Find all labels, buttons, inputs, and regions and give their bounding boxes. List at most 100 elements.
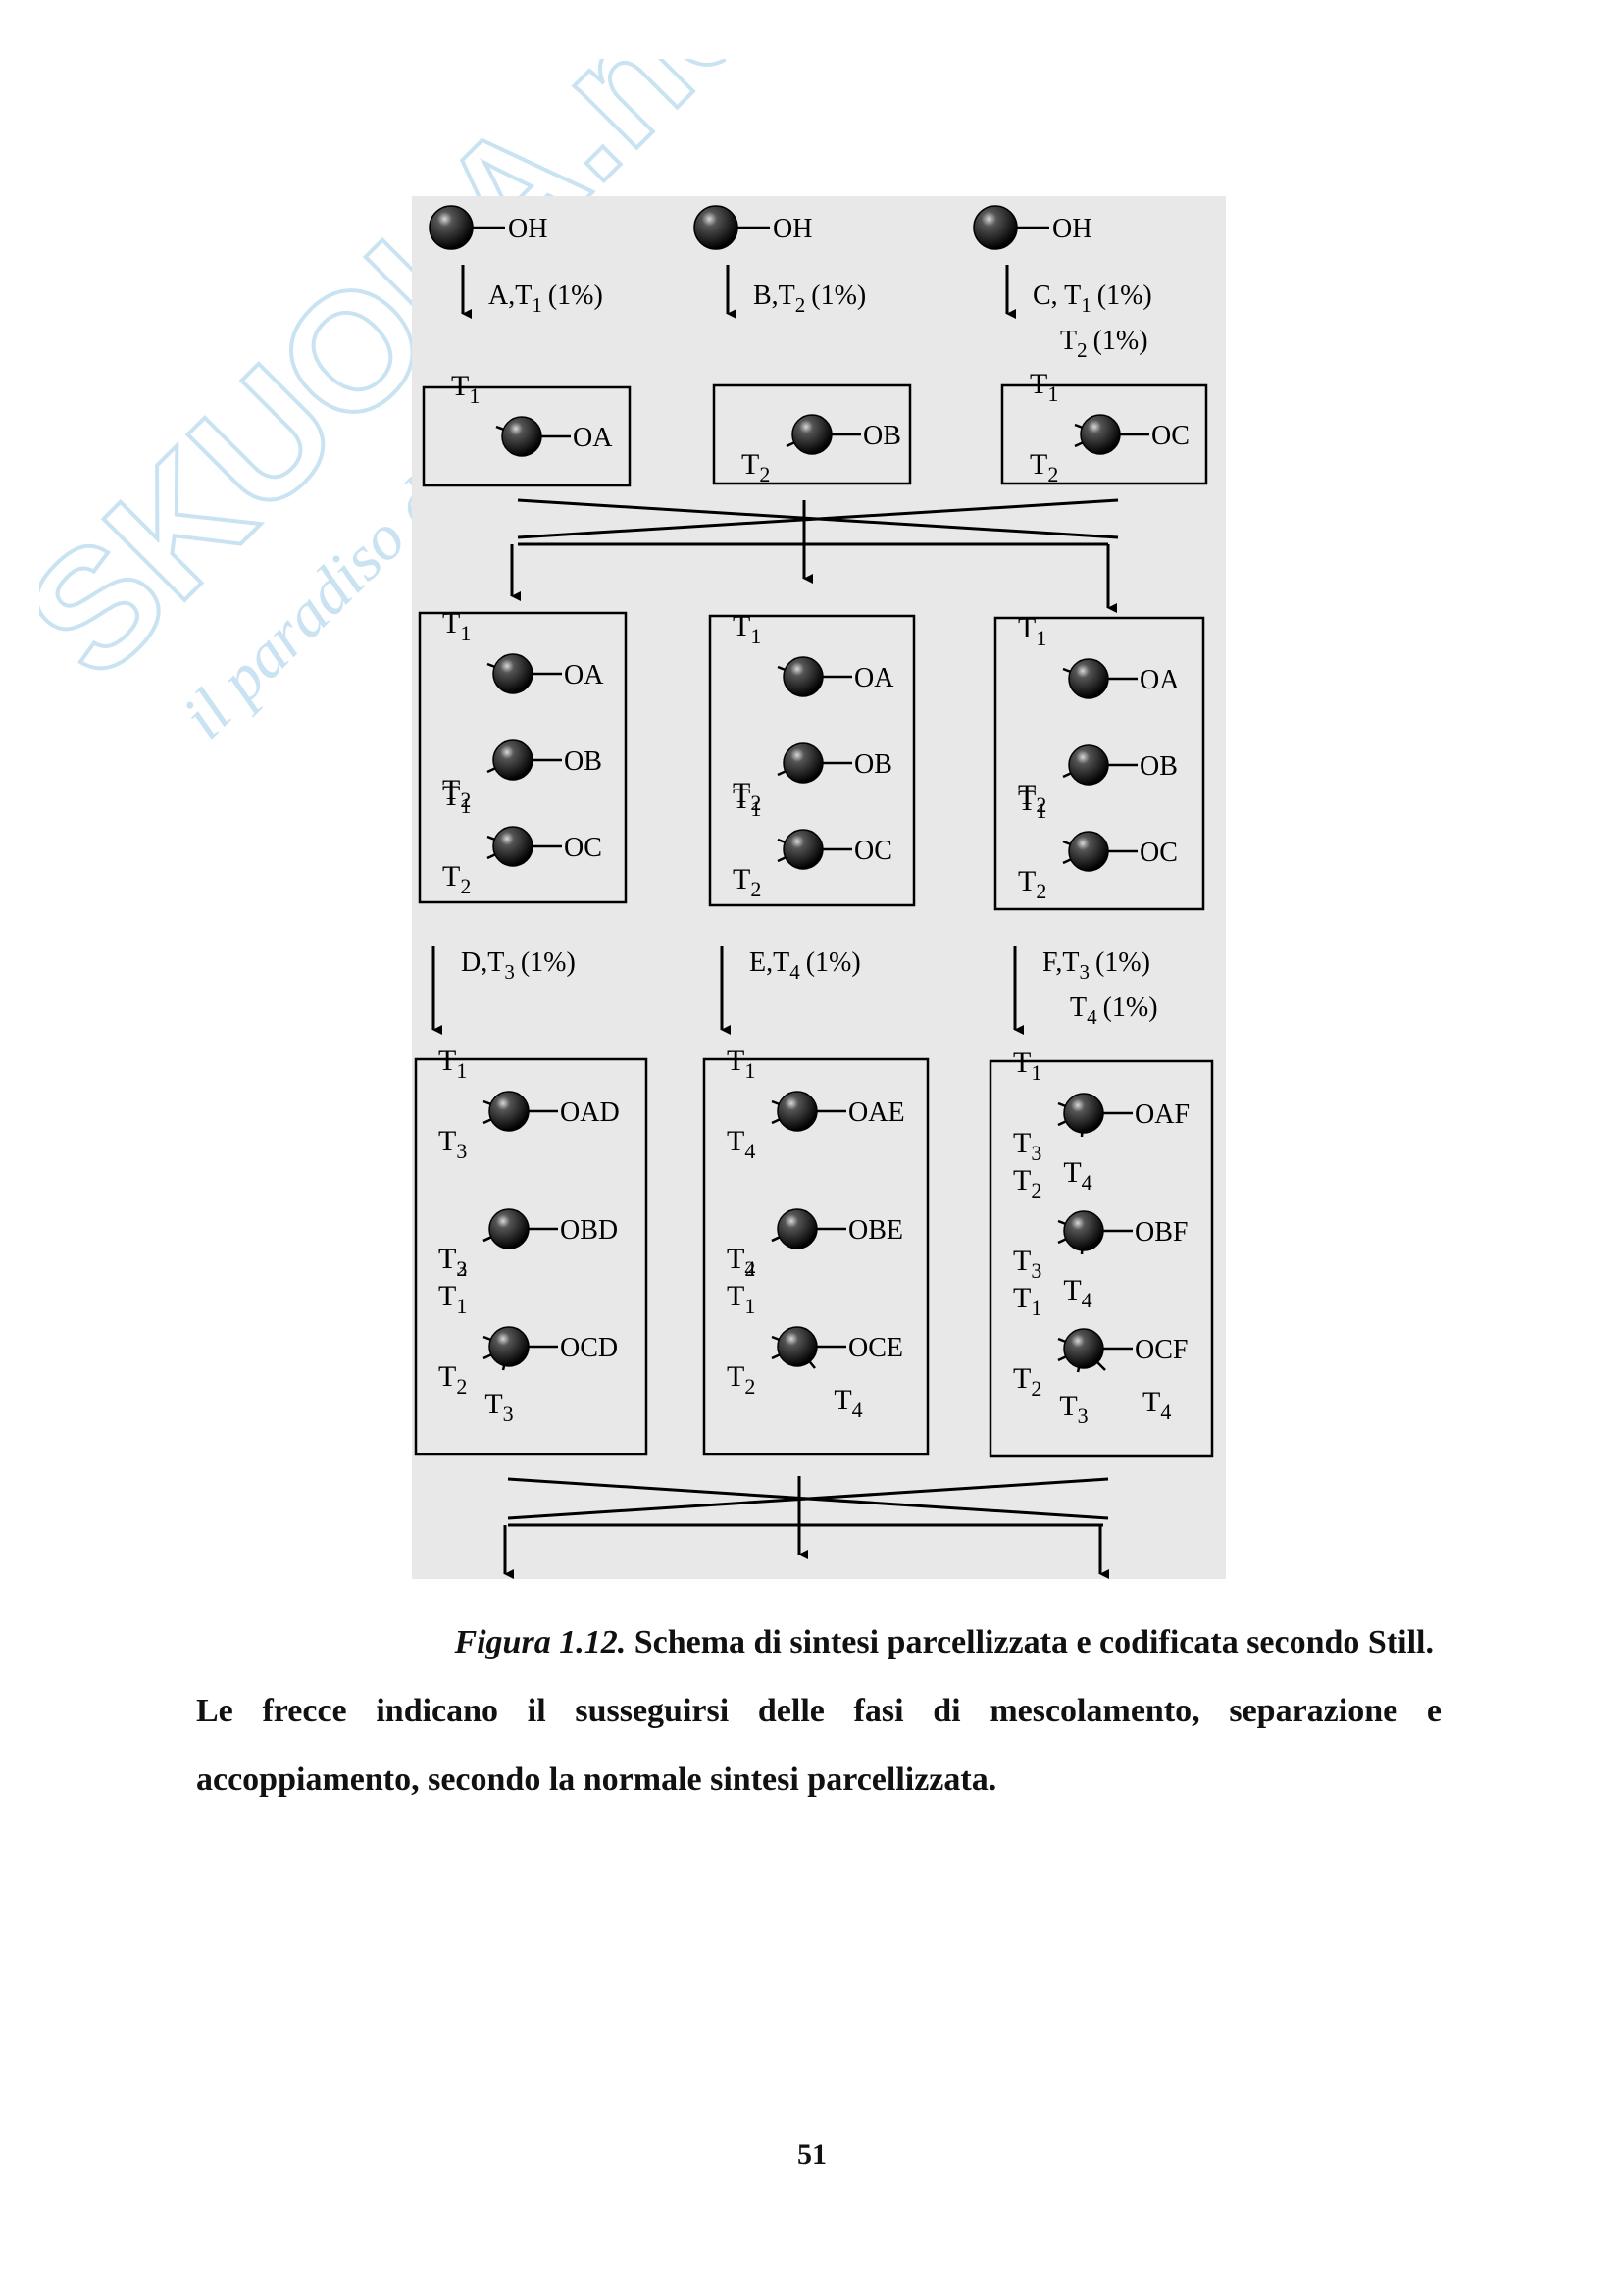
step2-3-reagent-label: F,T3(1%) bbox=[1042, 947, 1150, 984]
stage3-3-mol-1-bead bbox=[1063, 1093, 1104, 1134]
stage2-1-mol-2-group-label: OB bbox=[564, 746, 602, 777]
stage1-3-tag-t1: T1 bbox=[1030, 368, 1058, 406]
stage3-2-mol-3-group-label: OCE bbox=[848, 1333, 903, 1363]
stage1-1-group-label: OA bbox=[573, 423, 613, 453]
stage3-2-mol-1-group-label: OAE bbox=[848, 1097, 905, 1128]
stage3-box-1 bbox=[414, 1057, 648, 1456]
stage2-2-mol-1-group-label: OA bbox=[854, 663, 894, 693]
stage3-1-mol-3-tag-t2: T2 bbox=[438, 1360, 467, 1399]
start-3-group-label: OH bbox=[1052, 214, 1091, 244]
stage1-box-3 bbox=[1000, 383, 1208, 485]
stage2-3-mol-1-tag-t1: T1 bbox=[1018, 612, 1046, 650]
step2-3-reagent2-label: T4(1%) bbox=[1070, 993, 1158, 1029]
stage3-1-mol-3-bead bbox=[488, 1326, 530, 1367]
stage2-1-mol-2-bead bbox=[492, 739, 533, 781]
stage1-box-2 bbox=[712, 383, 912, 485]
stage2-box-2 bbox=[708, 614, 916, 907]
stage2-3-mol-3-group-label: OC bbox=[1140, 838, 1178, 868]
stage2-1-mol-2-tag-t2: T2 bbox=[442, 774, 471, 812]
stage2-2-mol-3-bead bbox=[783, 829, 824, 870]
stage2-2-mol-3-group-label: OC bbox=[854, 836, 892, 866]
stage3-3-mol-1-tag-t1: T1 bbox=[1013, 1046, 1041, 1085]
start-3-reagent-label: C, T1(1%) bbox=[1033, 280, 1152, 317]
stage3-3-mol-3-group-label: OCF bbox=[1135, 1335, 1188, 1365]
stage2-box-1 bbox=[418, 611, 628, 904]
stage3-2-mol-2-bead bbox=[777, 1208, 818, 1249]
stage3-1-mol-2-bead bbox=[488, 1208, 530, 1249]
stage2-1-mol-3-tag-t2: T2 bbox=[442, 860, 471, 898]
stage2-2-mol-1-tag-t1: T1 bbox=[733, 610, 761, 648]
stage2-3-mol-2-bead bbox=[1068, 744, 1109, 786]
stage2-2-mol-2-tag-t2: T2 bbox=[733, 777, 761, 815]
stage3-1-mol-3-tag-t3: T3 bbox=[484, 1388, 513, 1426]
stage2-3-mol-3-tag-t1: T1 bbox=[1018, 785, 1046, 823]
stage3-3-mol-3-tag-t4: T4 bbox=[1142, 1386, 1171, 1424]
start-2-group-label: OH bbox=[773, 214, 812, 244]
stage2-2-mol-3-tag-t1: T1 bbox=[733, 783, 761, 821]
stage3-1-mol-2-tag-t2: T2 bbox=[438, 1243, 467, 1281]
start-2-bead bbox=[693, 205, 738, 250]
stage1-3-group-label: OC bbox=[1151, 421, 1190, 451]
stage2-2-mol-2-group-label: OB bbox=[854, 749, 892, 780]
stage3-3-mol-2-group-label: OBF bbox=[1135, 1217, 1188, 1248]
stage3-1-mol-2-group-label: OBD bbox=[560, 1215, 618, 1246]
stage3-2-mol-2-tag-t2: T2 bbox=[727, 1243, 755, 1281]
stage1-2-bead bbox=[791, 414, 833, 455]
caption-line-1: Schema di sintesi parcellizzata e codifi… bbox=[634, 1624, 1434, 1660]
stage2-3-mol-2-tag-t2: T2 bbox=[1018, 779, 1046, 817]
stage1-2-group-label: OB bbox=[863, 421, 901, 451]
stage3-3-mol-3-tag-t3: T3 bbox=[1059, 1390, 1088, 1428]
stage3-2-mol-3-tag-t2: T2 bbox=[727, 1360, 755, 1399]
stage2-1-mol-3-tag-t1: T1 bbox=[442, 780, 471, 818]
stage3-3-mol-2-tag-t3: T3 bbox=[1013, 1245, 1041, 1283]
stage2-2-mol-2-bead bbox=[783, 742, 824, 784]
stage2-3-mol-2-group-label: OB bbox=[1140, 751, 1178, 782]
caption-label: Figura 1.12. bbox=[454, 1624, 627, 1660]
stage3-3-mol-3-tag-t1: T1 bbox=[1013, 1282, 1041, 1320]
stage3-2-mol-1-tag-t1: T1 bbox=[727, 1045, 755, 1083]
synthesis-scheme-figure: OHA,T1(1%)OHB,T2(1%)OHC, T1(1%)T2(1%)T1O… bbox=[412, 196, 1226, 1579]
stage3-1-mol-1-bead bbox=[488, 1091, 530, 1132]
stage3-3-mol-2-tag-t2: T2 bbox=[1013, 1164, 1041, 1202]
stage2-1-mol-1-group-label: OA bbox=[564, 660, 604, 690]
caption-line-2: Le frecce indicano il susseguirsi delle … bbox=[196, 1693, 1442, 1729]
figure-panel bbox=[412, 196, 1226, 1579]
stage2-1-mol-1-bead bbox=[492, 653, 533, 694]
caption-line-3: accoppiamento, secondo la normale sintes… bbox=[196, 1761, 997, 1798]
page-number: 51 bbox=[797, 2138, 827, 2170]
stage3-3-mol-1-tag-t3: T3 bbox=[1013, 1127, 1041, 1165]
stage3-3-mol-1-group-label: OAF bbox=[1135, 1099, 1190, 1130]
start-3-reagent2-label: T2(1%) bbox=[1060, 326, 1148, 362]
stage2-3-mol-3-bead bbox=[1068, 831, 1109, 872]
mix-line-2b bbox=[507, 1477, 1109, 1520]
stage1-3-bead bbox=[1080, 414, 1121, 455]
stage2-1-mol-3-bead bbox=[492, 826, 533, 867]
start-1-reagent-label: A,T1(1%) bbox=[488, 280, 603, 317]
stage3-1-mol-1-tag-t3: T3 bbox=[438, 1125, 467, 1163]
figure-caption: Figura 1.12. Schema di sintesi parcelliz… bbox=[196, 1608, 1442, 1814]
stage3-1-mol-3-tag-t1: T1 bbox=[438, 1280, 467, 1318]
stage3-2-mol-2-tag-t4: T4 bbox=[727, 1243, 755, 1281]
step2-2-reagent-label: E,T4(1%) bbox=[749, 947, 861, 984]
stage3-3-mol-1-tag-t4: T4 bbox=[1063, 1156, 1091, 1195]
stage2-3-mol-3-tag-t2: T2 bbox=[1018, 865, 1046, 903]
start-1-bead bbox=[429, 205, 474, 250]
stage1-2-tag-t2: T2 bbox=[741, 448, 770, 486]
stage2-box-3 bbox=[993, 616, 1205, 911]
stage3-box-3 bbox=[989, 1059, 1214, 1458]
stage3-1-mol-3-group-label: OCD bbox=[560, 1333, 618, 1363]
stage3-3-mol-3-tag-t2: T2 bbox=[1013, 1362, 1041, 1401]
stage3-2-mol-3-bead bbox=[777, 1326, 818, 1367]
stage2-3-mol-1-bead bbox=[1068, 658, 1109, 699]
stage2-3-mol-1-group-label: OA bbox=[1140, 665, 1180, 695]
stage3-2-mol-2-group-label: OBE bbox=[848, 1215, 903, 1246]
start-1-group-label: OH bbox=[508, 214, 547, 244]
stage3-2-mol-3-tag-t4: T4 bbox=[834, 1384, 862, 1422]
stage3-3-mol-2-tag-t4: T4 bbox=[1063, 1274, 1091, 1312]
stage1-1-tag-t1: T1 bbox=[451, 370, 480, 408]
stage1-box-1 bbox=[422, 385, 632, 487]
start-2-reagent-label: B,T2(1%) bbox=[753, 280, 866, 317]
stage2-2-mol-3-tag-t2: T2 bbox=[733, 863, 761, 901]
stage1-1-bead bbox=[501, 416, 542, 457]
stage3-1-mol-2-tag-t3: T3 bbox=[438, 1243, 467, 1281]
